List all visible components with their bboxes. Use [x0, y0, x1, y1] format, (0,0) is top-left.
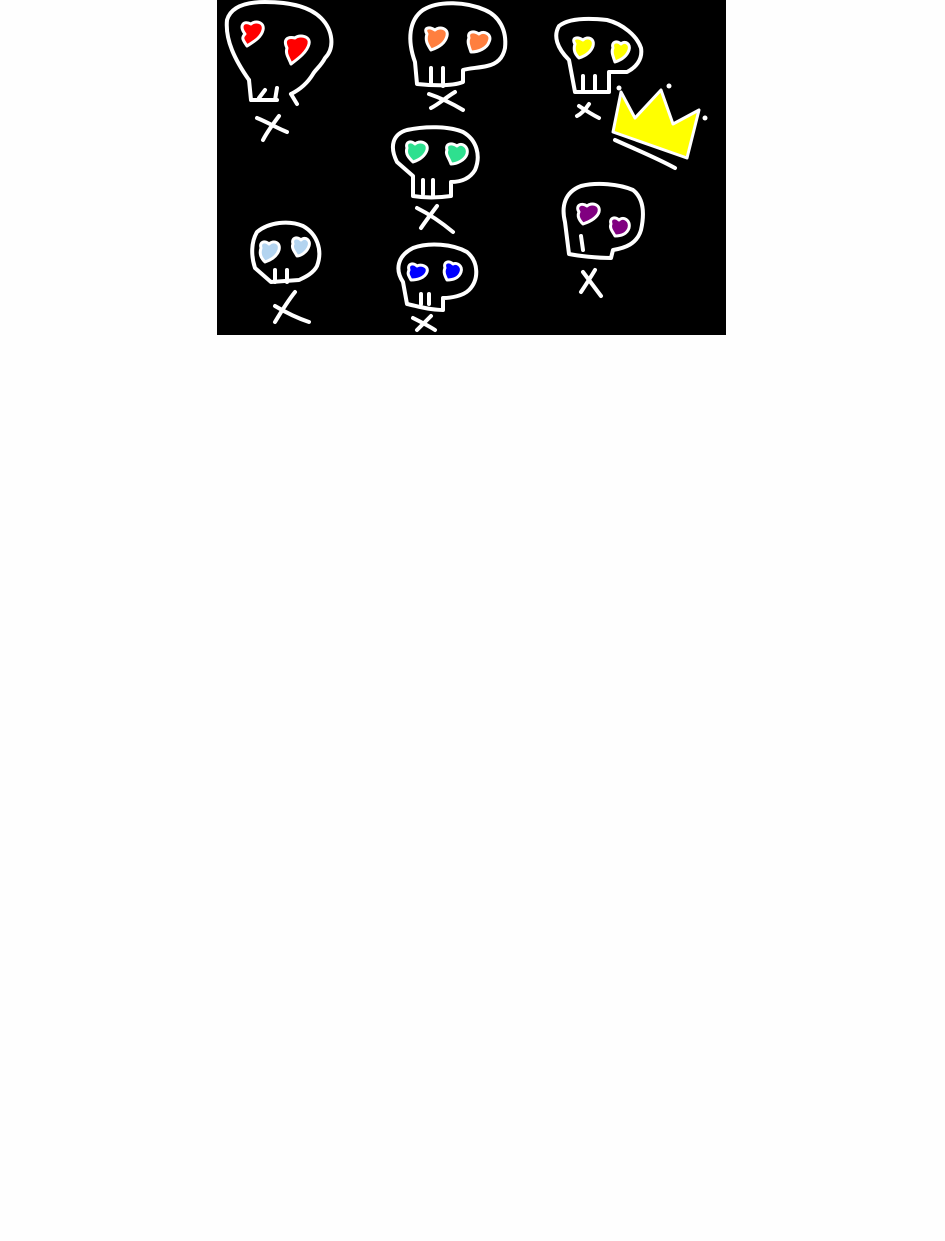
blank-page-area	[0, 335, 945, 1241]
drawing-canvas	[217, 0, 726, 335]
blue-heart-eyes-skull	[396, 242, 479, 332]
yellow-crown	[611, 83, 708, 170]
red-heart-eyes-skull	[224, 0, 334, 142]
purple-heart-eyes-skull	[561, 181, 645, 298]
light-blue-heart-eyes-skull	[250, 220, 322, 324]
green-heart-eyes-skull	[390, 125, 480, 234]
yellow-heart-eyes-skull	[554, 16, 644, 120]
orange-heart-eyes-skull	[408, 1, 508, 112]
doodle-illustration	[224, 0, 708, 332]
